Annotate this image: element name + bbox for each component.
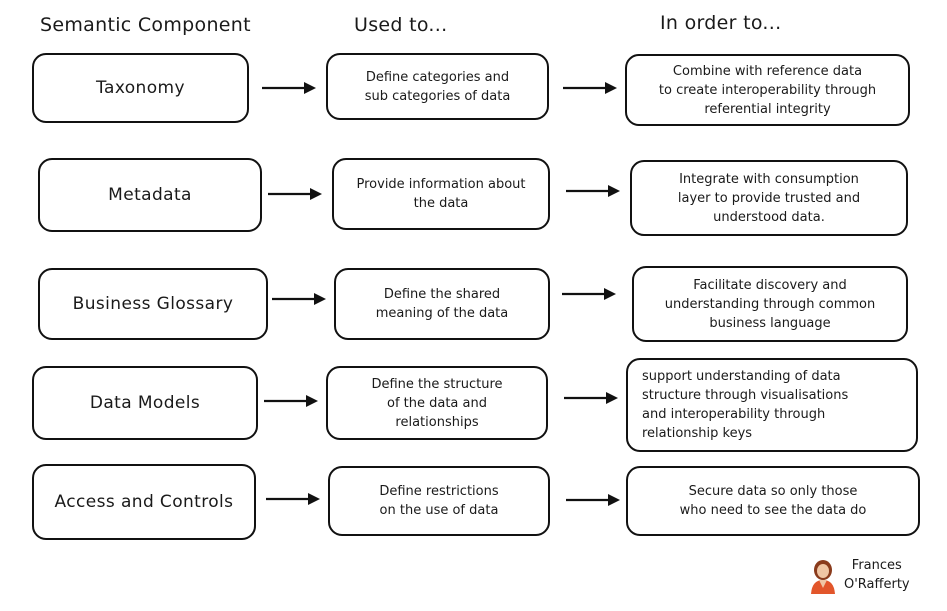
component-label: Data Models [89,393,201,413]
arrow-icon [566,494,620,506]
in-order-to-line: understood data. [713,209,825,225]
in-order-to-line: Secure data so only those [688,484,858,499]
used-to-line: the data [413,196,469,211]
arrow-icon [563,82,617,94]
component-box-business-glossary: Business Glossary [38,268,268,340]
in-order-to-box-access-and-controls: Secure data so only those who need to se… [626,466,920,536]
component-box-metadata: Metadata [38,158,262,232]
in-order-to-line: who need to see the data do [679,503,867,518]
arrow-icon [264,395,318,407]
arrow-icon [262,82,316,94]
author-name-line: Frances [851,558,902,573]
used-to-line: Define the structure [371,376,503,392]
component-box-taxonomy: Taxonomy [32,53,249,123]
in-order-to-line: business language [709,315,831,331]
component-box-access-and-controls: Access and Controls [32,464,256,540]
used-to-line: Define the shared [383,287,501,302]
arrow-icon [566,185,620,197]
in-order-to-box-business-glossary: Facilitate discovery and understanding t… [632,266,908,342]
in-order-to-line: relationship keys [642,426,753,441]
component-label: Metadata [108,185,192,205]
component-box-data-models: Data Models [32,366,258,440]
in-order-to-line: to create interoperability through [658,82,877,98]
used-to-line: of the data and [386,395,487,411]
arrow-icon [266,493,320,505]
in-order-to-line: layer to provide trusted and [677,190,861,206]
used-to-line: Provide information about [356,177,526,192]
in-order-to-line: Integrate with consumption [679,171,859,187]
used-to-box-taxonomy: Define categories and sub categories of … [326,53,549,120]
used-to-line: sub categories of data [364,88,511,104]
component-label: Business Glossary [72,294,234,314]
in-order-to-line: understanding through common [664,296,876,312]
in-order-to-line: Facilitate discovery and [693,277,847,293]
header-in-order-to: In order to... [660,12,782,34]
used-to-line: meaning of the data [375,306,509,321]
arrow-icon [272,293,326,305]
used-to-line: relationships [395,414,479,430]
arrow-icon [268,188,322,200]
author-name-line: O'Rafferty [844,577,910,592]
author-name: Frances O'Rafferty [844,556,910,594]
in-order-to-line: structure through visualisations [642,388,849,403]
in-order-to-box-taxonomy: Combine with reference data to create in… [625,54,910,126]
used-to-line: Define categories and [365,69,510,85]
used-to-box-access-and-controls: Define restrictions on the use of data [328,466,550,536]
in-order-to-line: referential integrity [704,101,831,117]
in-order-to-line: Combine with reference data [672,63,863,79]
used-to-line: Define restrictions [379,484,499,499]
used-to-box-business-glossary: Define the shared meaning of the data [334,268,550,340]
used-to-line: on the use of data [379,503,499,518]
used-to-box-metadata: Provide information about the data [332,158,550,230]
component-label: Taxonomy [96,78,185,98]
author-avatar [811,560,835,594]
in-order-to-line: and interoperability through [642,407,826,422]
arrow-icon [564,392,618,404]
in-order-to-box-data-models: support understanding of data structure … [626,358,918,452]
in-order-to-box-metadata: Integrate with consumption layer to prov… [630,160,908,236]
component-label: Access and Controls [54,492,234,512]
in-order-to-line: support understanding of data [642,369,841,384]
used-to-box-data-models: Define the structure of the data and rel… [326,366,548,440]
header-used-to: Used to... [354,14,448,36]
header-semantic-component: Semantic Component [40,14,251,36]
arrow-icon [562,288,616,300]
